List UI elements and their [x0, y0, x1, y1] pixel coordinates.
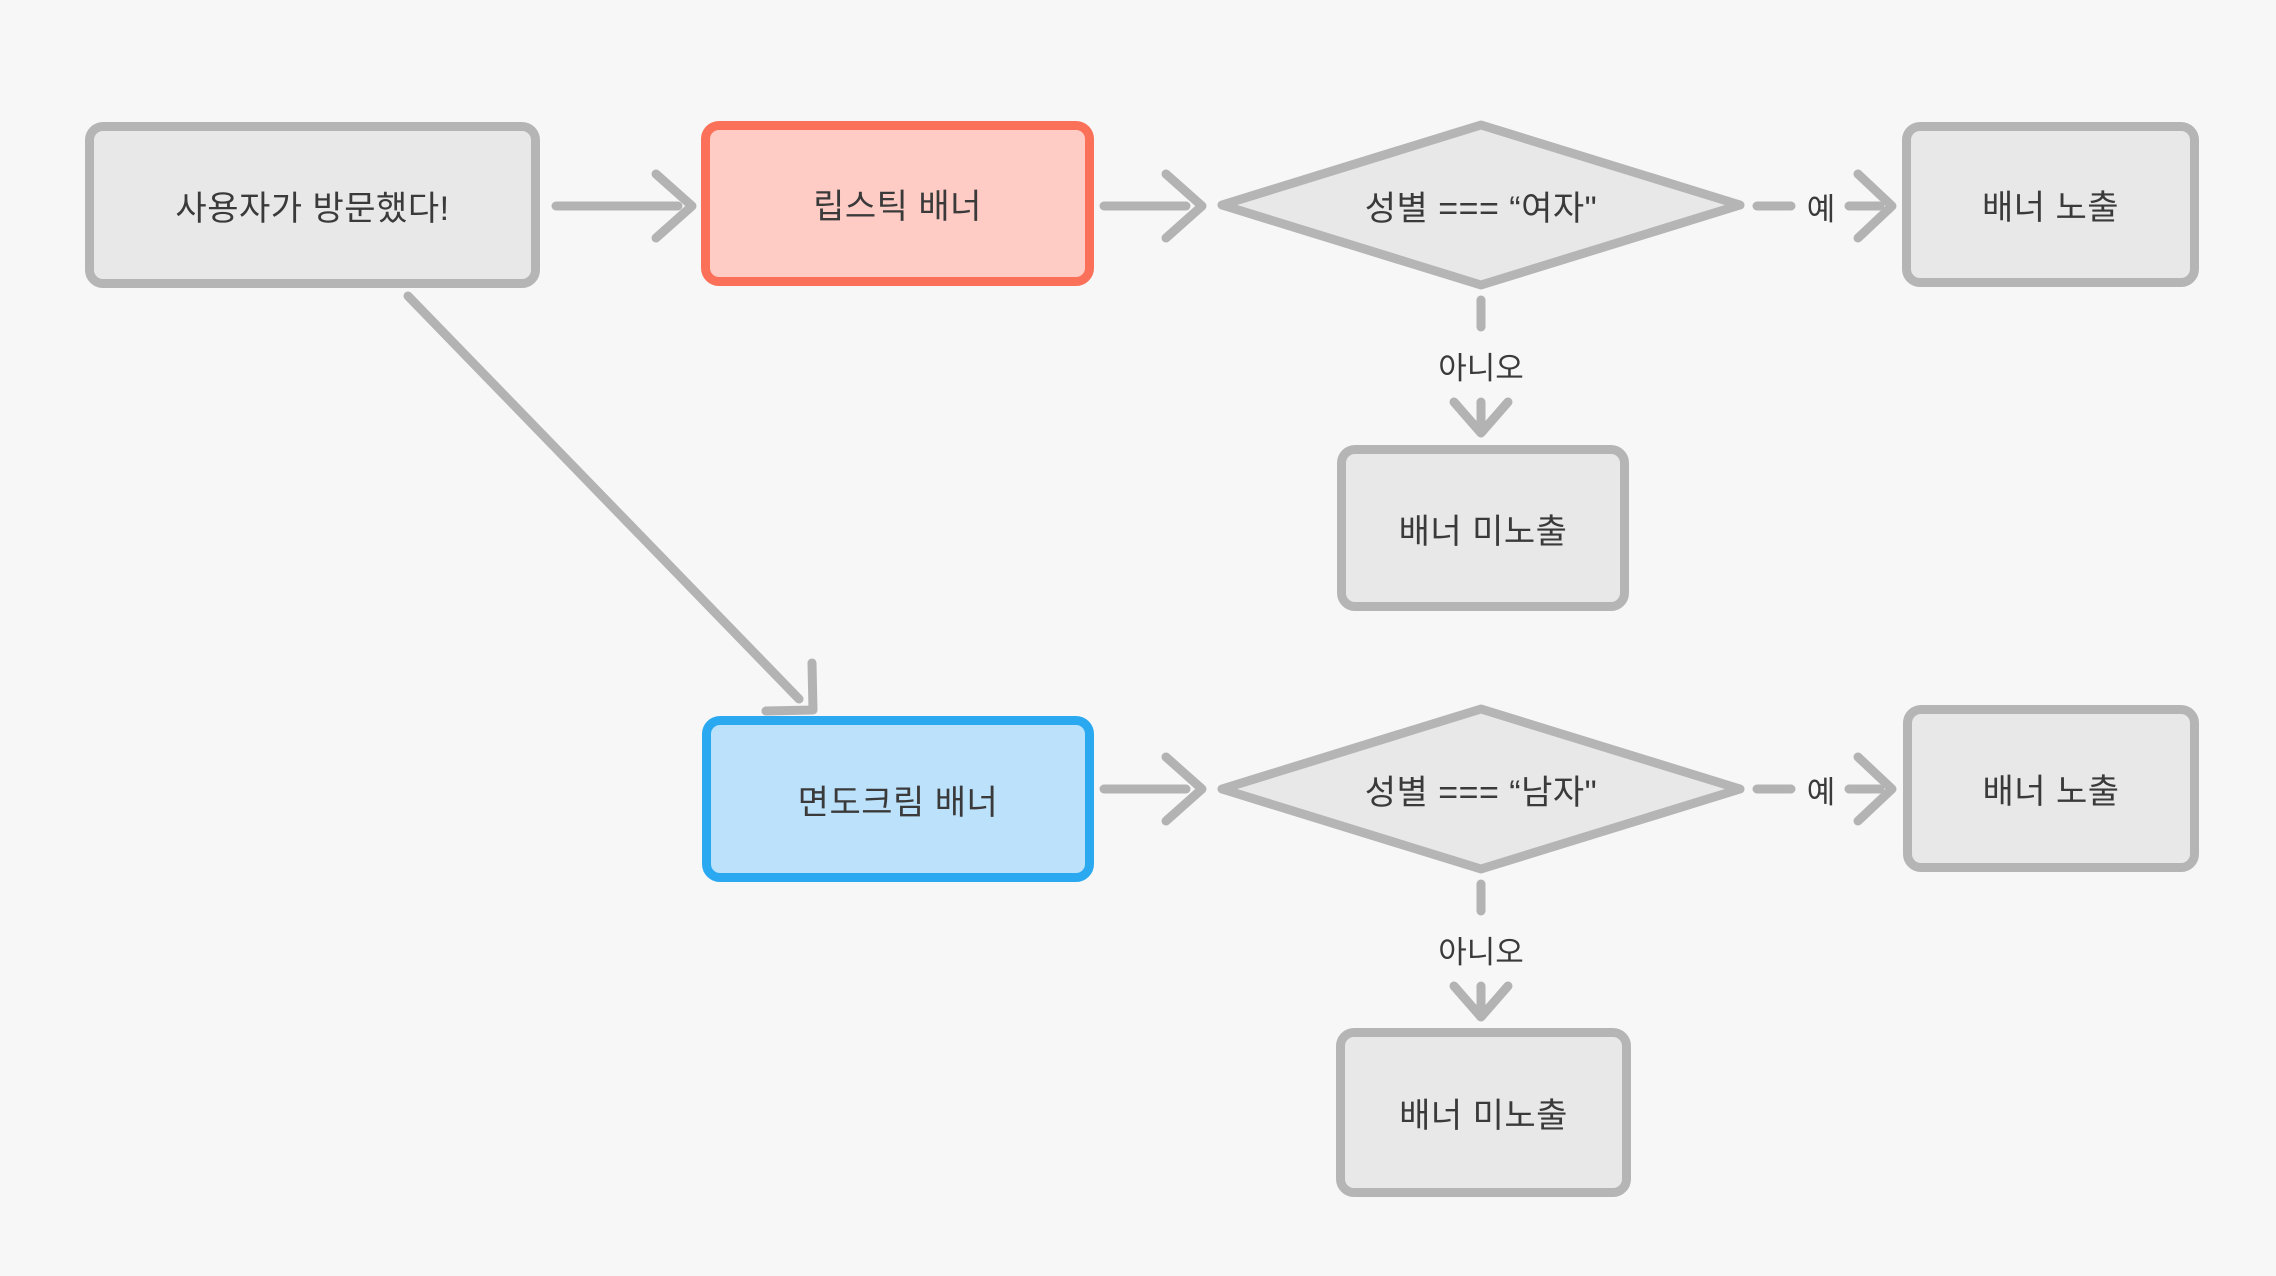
arrow-yes-bottom-head — [1853, 752, 1897, 826]
node-male-check-label: 성별 === “남자" — [1364, 773, 1598, 812]
node-banner-hidden-top-label: 배너 미노출 — [1398, 512, 1568, 551]
node-lipstick-banner-label: 립스틱 배너 — [813, 188, 982, 226]
diamond-shape — [1217, 120, 1745, 290]
arrow-yes-top-head — [1853, 169, 1897, 243]
node-female-check: 성별 === “여자" — [1213, 116, 1749, 294]
node-banner-exposed-bottom-label: 배너 노출 — [1982, 773, 2120, 811]
node-banner-hidden-bottom-label: 배너 미노출 — [1399, 1097, 1568, 1135]
edge-label-yes-bottom: 예 — [1806, 775, 1836, 810]
arrow-start-to-lipstick-head — [651, 169, 697, 243]
node-banner-exposed-top: 배너 노출 — [1902, 122, 2199, 287]
node-shaving-cream-banner: 면도크림 배너 — [702, 716, 1094, 882]
node-start-label: 사용자가 방문했다! — [175, 189, 450, 228]
arrow-start-to-shaving-shaft — [403, 291, 804, 704]
edge-label-no-top: 아니오 — [1438, 351, 1524, 386]
node-male-check: 성별 === “남자" — [1213, 700, 1749, 878]
arrow-start-to-shaving-head — [761, 658, 818, 716]
node-banner-exposed-bottom: 배너 노출 — [1903, 705, 2199, 872]
node-start: 사용자가 방문했다! — [85, 122, 540, 288]
arrow-no-bottom-head — [1449, 981, 1513, 1022]
arrow-no-top-head — [1449, 397, 1513, 438]
edge-label-yes-top: 예 — [1806, 192, 1836, 227]
node-shaving-cream-banner-label: 면도크림 배너 — [797, 783, 999, 822]
node-banner-hidden-bottom: 배너 미노출 — [1336, 1028, 1631, 1197]
node-female-check-label: 성별 === “여자" — [1364, 189, 1598, 228]
node-lipstick-banner: 립스틱 배너 — [701, 121, 1094, 286]
node-banner-hidden-top: 배너 미노출 — [1337, 445, 1629, 611]
edge-label-no-bottom: 아니오 — [1438, 935, 1524, 970]
arrow-shaving-to-male-check-head — [1161, 752, 1207, 826]
arrow-lipstick-to-female-check-head — [1161, 169, 1207, 243]
diamond-shape — [1217, 704, 1745, 874]
node-banner-exposed-top-label: 배너 노출 — [1981, 189, 2120, 227]
